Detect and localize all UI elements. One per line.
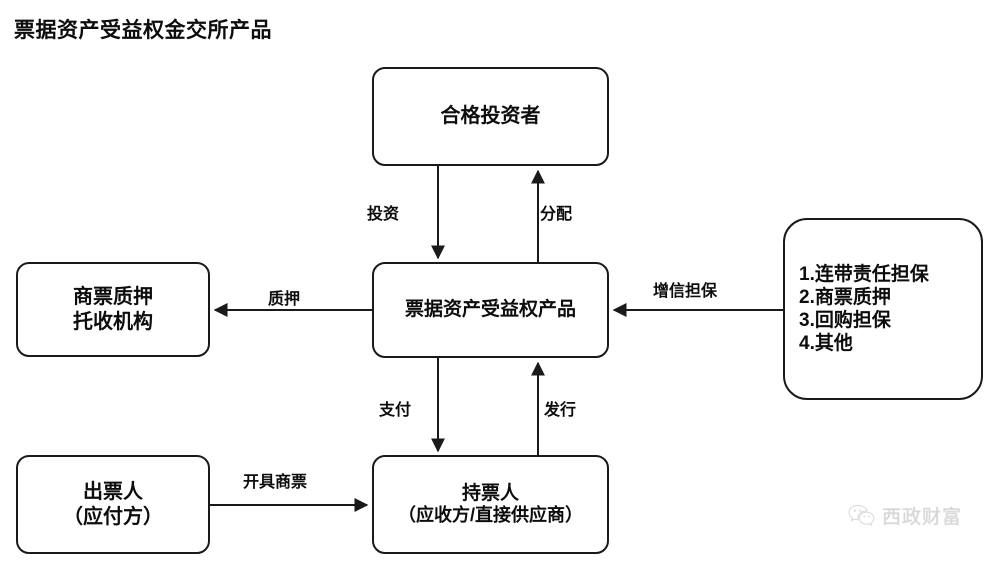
node-credit-enhancement-list[interactable]: 1.连带责任担保 2.商票质押 3.回购担保 4.其他 [783, 218, 983, 400]
node-qualified-investor[interactable]: 合格投资者 [372, 67, 609, 166]
node-bill-drawer[interactable]: 出票人 （应付方） [16, 455, 210, 554]
node-label-line1: 商票质押 [73, 286, 153, 309]
watermark-text: 西政财富 [882, 507, 963, 529]
edge-label-pay: 支付 [379, 402, 412, 419]
page-title: 票据资产受益权金交所产品 [14, 19, 272, 42]
edge-label-credit-guarantee: 增信担保 [653, 283, 718, 300]
node-label: 票据资产受益权产品 [404, 299, 576, 321]
node-label-line2: 托收机构 [73, 310, 153, 333]
edge-label-pledge: 质押 [268, 291, 301, 308]
wechat-icon [848, 504, 875, 528]
edge-label-distribute: 分配 [540, 206, 573, 223]
credit-item-2: 2.商票质押 [799, 286, 891, 308]
node-bill-asset-beneficiary-product[interactable]: 票据资产受益权产品 [372, 262, 609, 358]
edge-label-issue: 发行 [544, 402, 577, 419]
node-label-line2: （应收方/直接供应商） [398, 505, 583, 526]
node-label-line1: 持票人 [461, 482, 519, 504]
edge-label-invest: 投资 [367, 206, 400, 223]
node-label-line1: 出票人 [83, 481, 143, 504]
node-bill-holder[interactable]: 持票人 （应收方/直接供应商） [372, 455, 609, 554]
node-label-line2: （应付方） [63, 505, 163, 528]
edge-label-draft: 开具商票 [243, 474, 308, 491]
credit-item-4: 4.其他 [799, 333, 853, 355]
node-bill-pledge-collection-agency[interactable]: 商票质押 托收机构 [16, 262, 210, 357]
watermark: 西政财富 [848, 502, 962, 529]
node-label: 合格投资者 [440, 105, 541, 128]
credit-item-3: 3.回购担保 [799, 310, 891, 331]
credit-item-1: 1.连带责任担保 [799, 263, 929, 285]
